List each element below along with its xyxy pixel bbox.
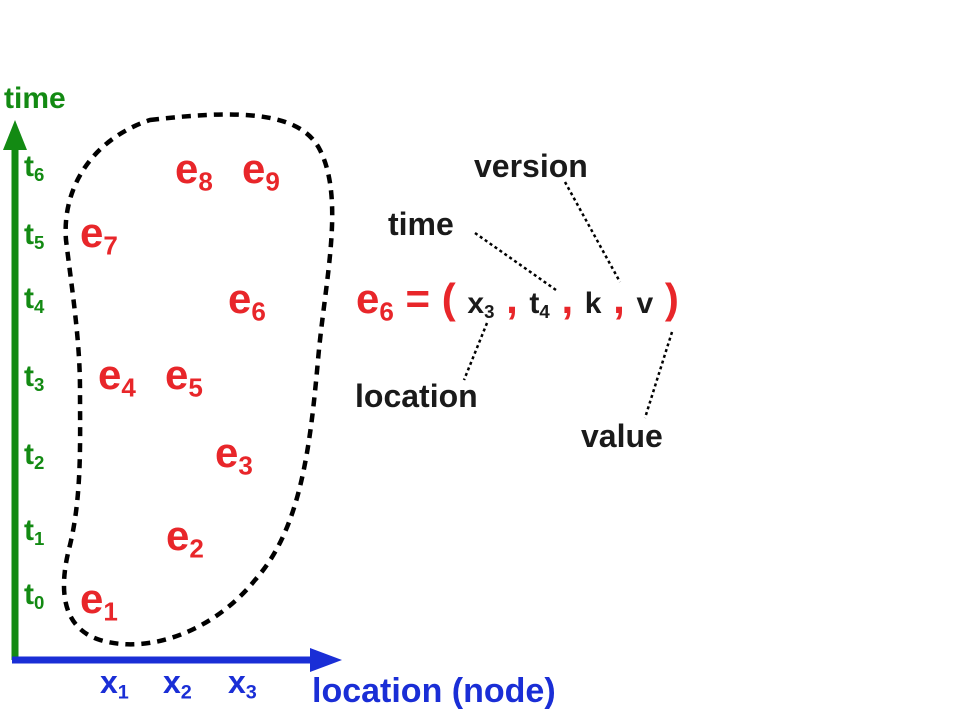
tuple-close: ) xyxy=(664,275,679,322)
tuple-comma-1: , xyxy=(506,275,518,322)
event-e1: e1 xyxy=(80,575,118,627)
tuple-version: k xyxy=(584,287,602,320)
annotation-version: version xyxy=(474,148,588,184)
event-e6: e6 xyxy=(228,275,266,327)
event-e8: e8 xyxy=(175,145,213,197)
location-tick-x2: x2 xyxy=(163,664,192,704)
event-e9: e9 xyxy=(242,145,280,197)
location-axis-arrowhead xyxy=(310,648,342,672)
tuple-comma-2: , xyxy=(561,275,574,322)
event-e3: e3 xyxy=(215,429,253,481)
event-e5: e5 xyxy=(165,351,203,403)
tuple-time: t4 xyxy=(529,287,550,323)
time-tick-t5: t5 xyxy=(24,218,45,254)
tuple-lhs: e6 xyxy=(356,275,394,327)
event-e2: e2 xyxy=(166,512,204,564)
time-tick-t6: t6 xyxy=(24,150,45,186)
value-leader-line xyxy=(643,331,674,419)
time-axis-arrowhead xyxy=(3,120,27,150)
time-tick-t3: t3 xyxy=(24,360,45,396)
location-tick-x3: x3 xyxy=(228,664,257,704)
annotation-time: time xyxy=(388,206,454,242)
location-leader-line xyxy=(462,322,489,381)
event-tuple-expression: e6 = ( x3 , t4 , k , v ) xyxy=(356,275,679,327)
annotation-location: location xyxy=(355,378,478,414)
annotation-value: value xyxy=(581,418,663,454)
location-axis-title: location (node) xyxy=(312,672,556,710)
tuple-equals-open: = ( xyxy=(405,275,456,322)
time-axis-title: time xyxy=(4,82,66,115)
time-tick-t4: t4 xyxy=(24,282,45,318)
tuple-location: x3 xyxy=(467,287,495,323)
time-tick-t1: t1 xyxy=(24,514,45,550)
tuple-value: v xyxy=(636,287,654,320)
version-leader-line xyxy=(563,181,622,283)
event-e7: e7 xyxy=(80,209,118,261)
time-tick-t0: t0 xyxy=(24,578,45,614)
location-tick-x1: x1 xyxy=(100,664,129,704)
tuple-comma-3: , xyxy=(613,275,625,322)
time-tick-t2: t2 xyxy=(24,438,45,474)
event-set-boundary xyxy=(61,112,335,647)
event-e4: e4 xyxy=(98,351,136,403)
time-leader-line xyxy=(474,231,557,292)
